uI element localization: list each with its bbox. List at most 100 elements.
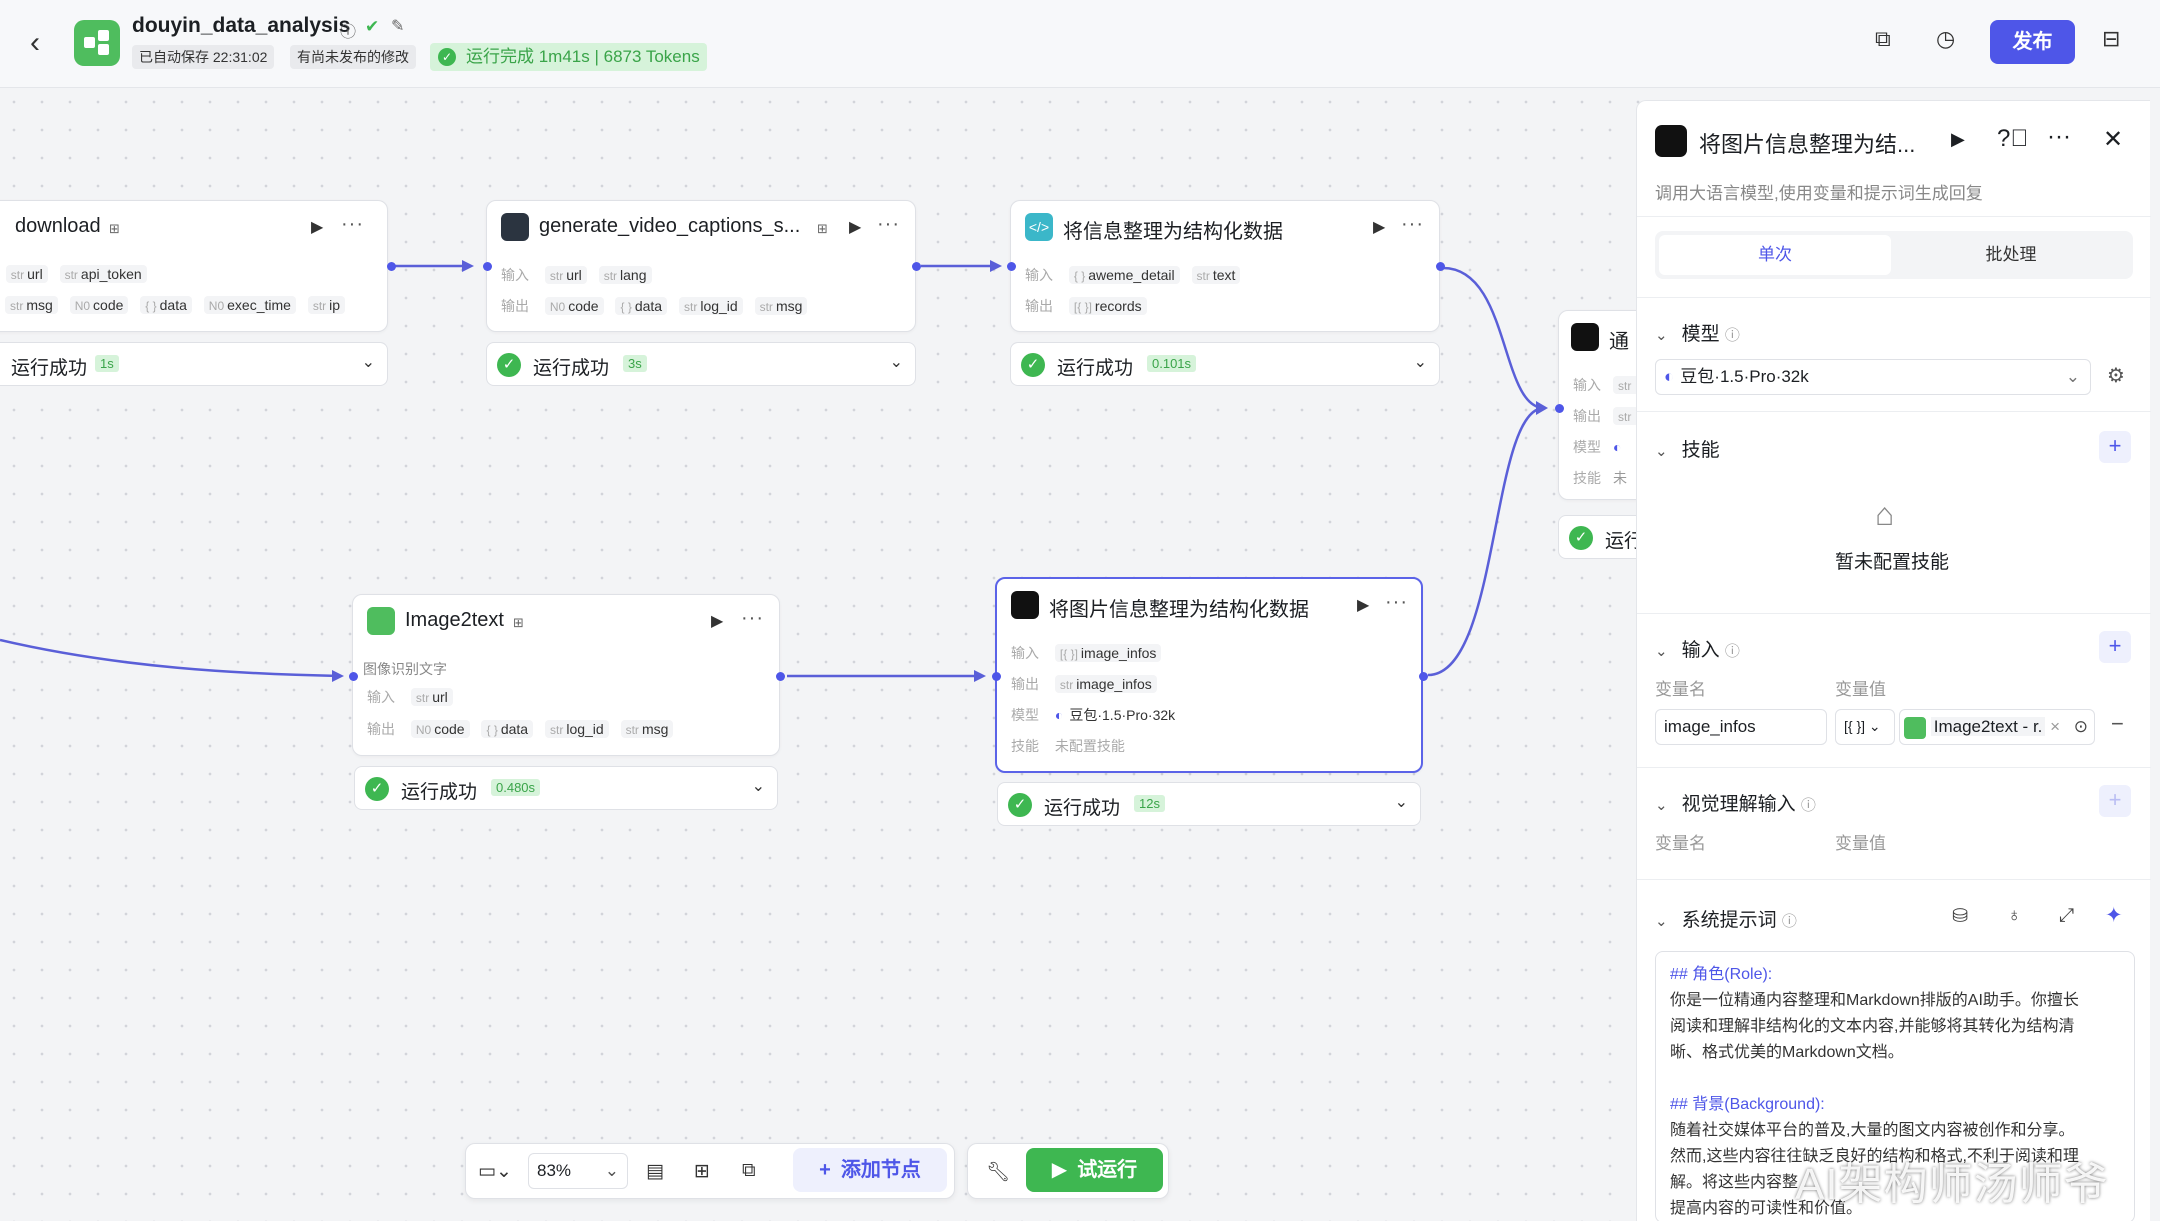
remove-input-icon[interactable]: − <box>2111 711 2124 736</box>
test-run-button[interactable]: ▶试运行 <box>1026 1148 1163 1192</box>
panel-title[interactable]: 将图片信息整理为结... <box>1699 132 1916 157</box>
duration-badge: 0.480s <box>491 779 541 796</box>
run-status-badge: ✓ 运行完成 1m41s | 6873 Tokens <box>430 43 707 71</box>
bulb-icon <box>1904 716 1926 739</box>
add-node-button[interactable]: +添加节点 <box>793 1148 947 1192</box>
output-port[interactable] <box>1436 262 1445 271</box>
more-icon[interactable]: ··· <box>877 213 900 235</box>
add-input-button[interactable]: + <box>2099 631 2131 663</box>
duration-badge: 0.101s <box>1147 355 1197 372</box>
node-skill-row: 技能 未配置技能 <box>1011 738 1125 754</box>
minimap-icon[interactable]: ▭⌄ <box>478 1161 512 1182</box>
run-node-icon[interactable]: ▶ <box>1373 219 1386 236</box>
more-icon[interactable]: ··· <box>341 213 364 235</box>
chevron-down-icon: ⌄ <box>1655 797 1668 814</box>
run-node-icon[interactable]: ▶ <box>711 613 724 630</box>
run-status-text: 运行完成 1m41s | 6873 Tokens <box>466 47 700 66</box>
success-check-icon: ✓ <box>497 353 521 377</box>
panel-toggle-icon[interactable]: ⊟ <box>2102 26 2121 51</box>
chevron-down-icon[interactable]: ⌄ <box>751 778 765 795</box>
input-port[interactable] <box>349 672 358 681</box>
verified-check-icon: ✔ <box>365 17 380 36</box>
input-port[interactable] <box>1007 262 1016 271</box>
layout-grid-icon[interactable]: ⊞ <box>694 1161 710 1182</box>
run-node-icon[interactable]: ▶ <box>849 219 862 236</box>
expand-icon[interactable]: ⤢ <box>2059 905 2075 926</box>
node-structure-status[interactable]: ✓ 运行成功 0.101s ⌄ <box>1010 342 1440 386</box>
settings-gear-icon[interactable]: ⚙ <box>2107 365 2125 387</box>
comment-icon[interactable]: ▤ <box>646 1161 664 1182</box>
input-port[interactable] <box>992 672 1001 681</box>
node-image-info-structure[interactable]: 将图片信息整理为结构化数据 ▶ ··· 输入 [{ }]image_infos … <box>995 577 1423 773</box>
chevron-down-icon: ⌄ <box>1655 443 1668 460</box>
back-chevron-icon[interactable]: ‹ <box>30 26 40 59</box>
help-icon[interactable]: ?⃝ <box>1997 125 2029 152</box>
system-prompt-editor[interactable]: ## 角色(Role): 你是一位精通内容整理和Markdown排版的AI助手。… <box>1655 951 2135 1221</box>
run-node-icon[interactable]: ▶ <box>1951 129 1965 149</box>
input-port[interactable] <box>1555 404 1564 413</box>
node-title: 将信息整理为结构化数据 <box>1063 221 1283 243</box>
bulb-outline-icon[interactable]: ♁ <box>2007 905 2022 926</box>
run-node-icon[interactable]: ▶ <box>311 219 324 236</box>
section-input[interactable]: ⌄输入 ⓘ <box>1655 640 1740 661</box>
status-text: 运行成功 <box>1057 358 1134 379</box>
run-node-icon[interactable]: ▶ <box>1357 597 1370 614</box>
publish-button[interactable]: 发布 <box>1990 20 2075 64</box>
success-check-icon: ✓ <box>365 777 389 801</box>
more-icon[interactable]: ··· <box>741 607 764 629</box>
more-icon[interactable]: ··· <box>2047 123 2071 150</box>
history-icon[interactable]: ◷ <box>1936 26 1956 51</box>
node-structure-data[interactable]: </> 将信息整理为结构化数据 ▶ ··· 输入 { }aweme_detail… <box>1010 200 1440 332</box>
zoom-select[interactable]: 83%⌄ <box>528 1153 628 1189</box>
add-vision-input-button[interactable]: + <box>2099 785 2131 817</box>
video-plugin-icon <box>501 213 529 241</box>
app-title: douyin_data_analysis <box>132 14 351 37</box>
var-name-header: 变量名 <box>1655 680 1706 699</box>
input-var-ref[interactable]: Image2text - r. ×⊙ <box>1899 709 2095 745</box>
node-title: generate_video_captions_s... <box>539 215 801 237</box>
prompt-line: ## 角色(Role): <box>1670 966 1773 983</box>
copy-icon[interactable]: ⧉ <box>1875 26 1891 51</box>
target-icon: ⊙ <box>2073 717 2088 736</box>
node-imageinfo-status[interactable]: ✓ 运行成功 12s ⌄ <box>997 782 1421 826</box>
output-port[interactable] <box>776 672 785 681</box>
status-text: 运行成功 <box>533 358 610 379</box>
vision-var-value-header: 变量值 <box>1835 834 1886 853</box>
add-skill-button[interactable]: + <box>2099 431 2131 463</box>
output-port[interactable] <box>387 262 396 271</box>
output-port[interactable] <box>912 262 921 271</box>
edit-icon[interactable]: ✎ <box>391 18 405 35</box>
input-port[interactable] <box>483 262 492 271</box>
node-generate-video-captions[interactable]: generate_video_captions_s... ⊞ ▶ ··· 输入 … <box>486 200 916 332</box>
node-download-status[interactable]: 运行成功 1s ⌄ <box>0 342 388 386</box>
section-model[interactable]: ⌄模型 ⓘ <box>1655 324 1740 345</box>
screen-icon[interactable]: ⧉ <box>742 1160 756 1181</box>
model-select[interactable]: ◐豆包·1.5·Pro·32k⌄ <box>1655 359 2091 395</box>
section-skills[interactable]: ⌄技能 <box>1655 440 1720 461</box>
more-icon[interactable]: ··· <box>1385 591 1408 613</box>
library-icon[interactable]: ⛁ <box>1952 906 1968 927</box>
tab-batch[interactable]: 批处理 <box>1985 245 2037 264</box>
node-image2text-status[interactable]: ✓ 运行成功 0.480s ⌄ <box>354 766 778 810</box>
node-captions-status[interactable]: ✓ 运行成功 3s ⌄ <box>486 342 916 386</box>
ai-sparkle-icon[interactable]: ✦ <box>2105 904 2123 927</box>
info-icon: ⓘ <box>1724 643 1740 660</box>
chevron-down-icon[interactable]: ⌄ <box>889 354 903 371</box>
info-icon[interactable]: ⓘ <box>340 24 357 41</box>
chevron-down-icon[interactable]: ⌄ <box>1413 354 1427 371</box>
section-vision-input[interactable]: ⌄视觉理解输入 ⓘ <box>1655 794 1816 815</box>
input-var-type-select[interactable]: [{ }] ⌄ <box>1835 709 1895 745</box>
section-system-prompt[interactable]: ⌄系统提示词 ⓘ <box>1655 910 1797 931</box>
output-port[interactable] <box>1419 672 1428 681</box>
close-icon[interactable]: ✕ <box>2103 126 2124 153</box>
tab-single[interactable]: 单次 <box>1659 235 1891 275</box>
more-icon[interactable]: ··· <box>1401 213 1424 235</box>
chevron-down-icon[interactable]: ⌄ <box>361 354 375 371</box>
wrench-icon[interactable]: 🔧︎ <box>986 1162 1011 1183</box>
input-var-name-field[interactable]: image_infos <box>1655 709 1827 745</box>
chevron-down-icon[interactable]: ⌄ <box>1394 794 1408 811</box>
